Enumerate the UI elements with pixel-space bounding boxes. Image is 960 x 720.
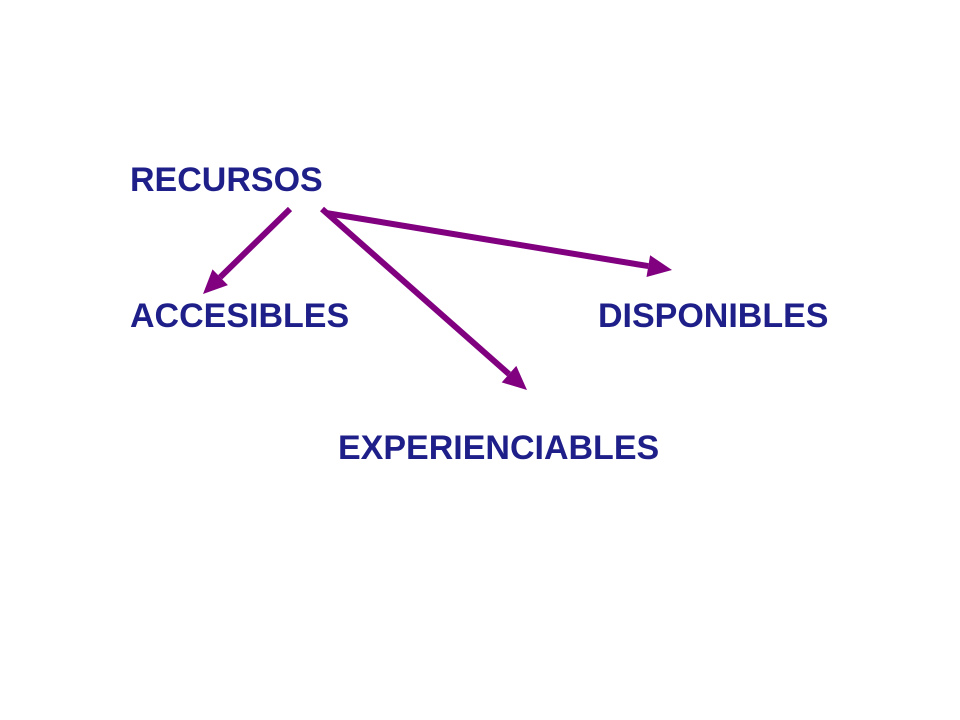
- arrow-shaft: [325, 210, 649, 270]
- arrow-recursos-to-accesibles: [203, 206, 293, 294]
- node-experienciables: EXPERIENCIABLES: [338, 429, 660, 467]
- arrowhead: [646, 255, 672, 277]
- arrow-recursos-to-experienciables: [320, 206, 527, 390]
- node-recursos: RECURSOS: [130, 161, 323, 199]
- arrow-shaft: [320, 206, 511, 377]
- node-accesibles: ACCESIBLES: [130, 297, 350, 335]
- arrowhead: [203, 269, 228, 294]
- arrowhead: [501, 365, 527, 390]
- arrow-shaft: [218, 206, 293, 280]
- node-disponibles: DISPONIBLES: [598, 297, 829, 335]
- arrow-recursos-to-disponibles: [325, 210, 672, 277]
